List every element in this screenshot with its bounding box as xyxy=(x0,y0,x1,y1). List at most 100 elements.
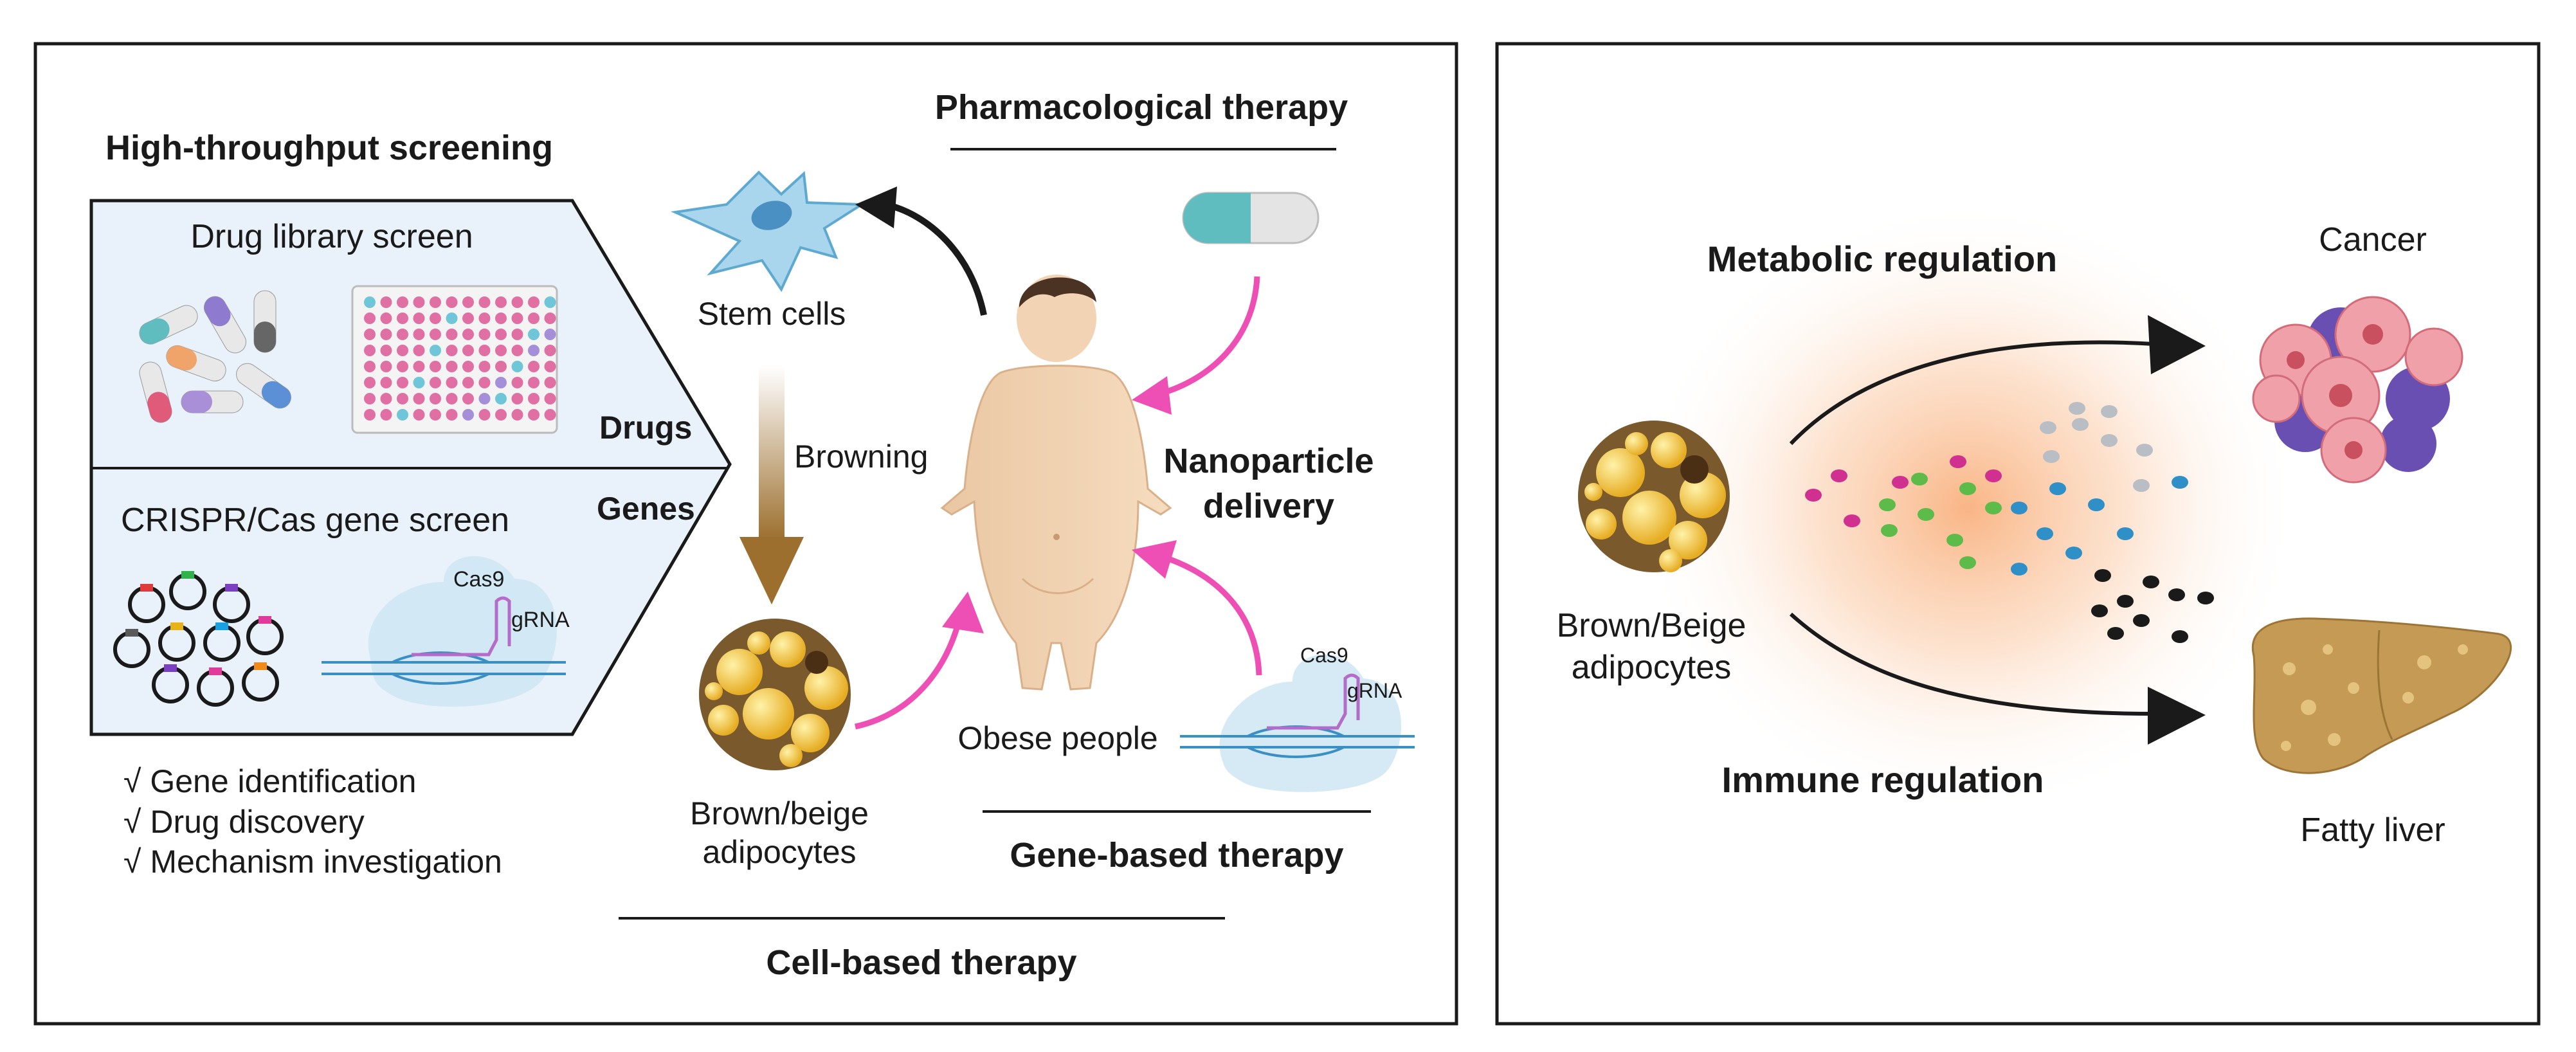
plate-well xyxy=(413,409,425,421)
plate-well xyxy=(364,377,376,388)
secreted-factor-dot xyxy=(2036,527,2053,540)
cell-based-therapy-title: Cell-based therapy xyxy=(766,943,1076,982)
plasmid-insert xyxy=(181,571,194,579)
secreted-factor-dot xyxy=(2133,479,2150,492)
arrow-to-fatty-liver xyxy=(1789,612,2155,716)
plate-well xyxy=(413,393,425,404)
secreted-factor-dot xyxy=(2117,595,2134,608)
plasmid-insert xyxy=(209,667,222,675)
plate-well xyxy=(528,409,540,421)
plate-well xyxy=(413,345,425,356)
plate-well xyxy=(397,409,408,421)
secreted-factor-dot xyxy=(1985,469,2002,482)
plate-well xyxy=(495,345,507,356)
plate-well xyxy=(528,296,540,308)
right-adipocytes-label-line2: adipocytes xyxy=(1572,649,1732,686)
plate-well xyxy=(544,393,556,404)
plate-well xyxy=(478,329,491,340)
plate-well xyxy=(495,329,507,340)
obese-people-label: Obese people xyxy=(957,720,1157,756)
arrow-to-fatty-liver-head xyxy=(2148,687,2206,745)
plate-well xyxy=(495,313,507,324)
htp-heading: High-throughput screening xyxy=(105,129,553,167)
secreted-factor-dot xyxy=(2088,498,2105,511)
metabolic-regulation-title: Metabolic regulation xyxy=(1707,239,2058,279)
plate-well xyxy=(380,393,392,404)
plate-well xyxy=(478,313,491,324)
secreted-factor-dot xyxy=(2040,421,2056,434)
plate-well xyxy=(397,345,408,356)
plate-well xyxy=(511,409,523,421)
plate-well xyxy=(413,296,425,308)
plate-well xyxy=(430,296,441,308)
secreted-factor-dot xyxy=(2107,627,2124,640)
plate-well xyxy=(544,313,556,324)
fatty-liver-icon xyxy=(2251,617,2512,774)
secreted-factor-dot xyxy=(2136,444,2153,457)
plate-well xyxy=(364,313,376,324)
plate-well xyxy=(462,296,474,308)
plate-well xyxy=(528,313,540,324)
plate-well xyxy=(380,329,392,340)
secreted-factor-dot xyxy=(2197,592,2214,604)
plate-well xyxy=(528,393,540,404)
adipocyte-icon xyxy=(699,619,851,770)
drug-screen-title: Drug library screen xyxy=(190,218,473,255)
stem-cell-icon xyxy=(670,170,866,293)
stem-cells-label: Stem cells xyxy=(698,296,846,332)
arrow-gene-to-person xyxy=(1169,556,1262,676)
plate-well xyxy=(478,409,491,421)
secreted-factor-dot xyxy=(2143,576,2159,588)
plate-well xyxy=(544,296,556,308)
plate-well xyxy=(413,313,425,324)
secreted-factor-dot xyxy=(2011,563,2027,576)
plate-well xyxy=(397,361,408,372)
fatty-liver-label: Fatty liver xyxy=(2300,812,2445,849)
plate-well xyxy=(462,409,474,421)
nanoparticle-label-line1: Nanoparticle xyxy=(1163,442,1374,480)
plate-well xyxy=(397,377,408,388)
secreted-factor-dot xyxy=(2101,405,2118,418)
plate-well xyxy=(397,313,408,324)
arrow-to-cancer-head xyxy=(2148,315,2206,374)
plate-well xyxy=(364,345,376,356)
arrow-gene-to-person-head xyxy=(1132,540,1177,579)
plate-well xyxy=(511,393,523,404)
plate-well xyxy=(478,361,491,372)
secreted-factor-dot xyxy=(2072,418,2089,431)
screen-grna-label: gRNA xyxy=(511,608,570,632)
plate-well xyxy=(462,313,474,324)
secreted-factors xyxy=(1805,402,2214,643)
plate-well xyxy=(430,329,441,340)
secreted-factor-dot xyxy=(2049,482,2066,495)
plate-well xyxy=(511,313,523,324)
secreted-factor-dot xyxy=(1911,473,1928,485)
plate-well xyxy=(511,329,523,340)
plate-well xyxy=(413,361,425,372)
therapy-grna-label: gRNA xyxy=(1347,679,1402,702)
cancer-label: Cancer xyxy=(2319,221,2427,258)
plate-well xyxy=(544,361,556,372)
secreted-factor-dot xyxy=(2117,527,2134,540)
secreted-factor-dot xyxy=(1879,498,1896,511)
secreted-factor-dot xyxy=(2094,569,2111,582)
plate-well xyxy=(462,361,474,372)
plate-well xyxy=(430,377,441,388)
secreted-factor-dot xyxy=(2172,476,2188,489)
plasmid-insert xyxy=(254,662,267,670)
secreted-factor-dot xyxy=(2011,502,2027,514)
plate-well xyxy=(528,329,540,340)
secreted-factor-dot xyxy=(1844,514,1860,527)
cancer-cells-icon xyxy=(2252,296,2463,484)
plate-well xyxy=(446,393,458,404)
plate-well xyxy=(478,377,491,388)
plate-well xyxy=(380,296,392,308)
plate-well xyxy=(544,329,556,340)
plasmid-insert xyxy=(170,622,183,630)
secreted-factor-dot xyxy=(1985,502,2002,514)
plate-well xyxy=(462,393,474,404)
plate-well xyxy=(511,377,523,388)
secreted-factor-dot xyxy=(2133,614,2150,627)
plate-well xyxy=(511,296,523,308)
